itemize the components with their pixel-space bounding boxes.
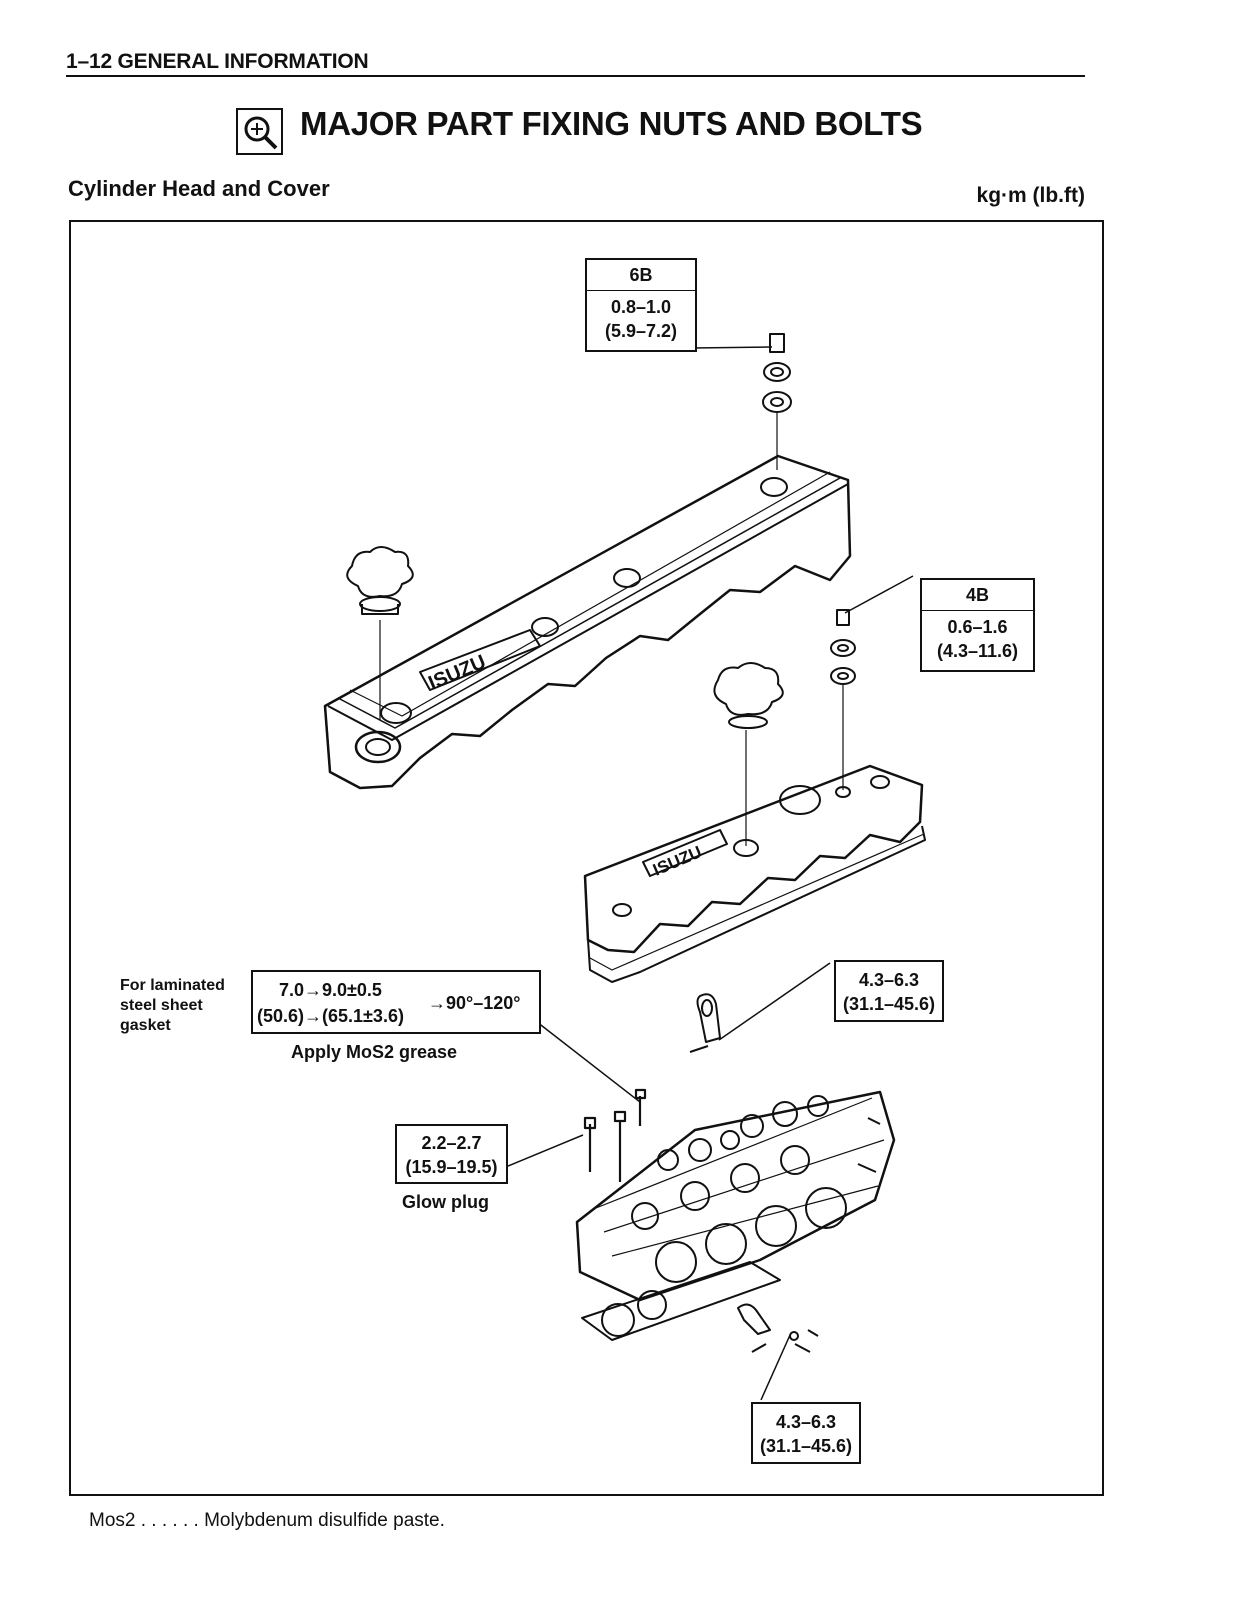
- torque-spec-glow-plug: 2.2–2.7 (15.9–19.5): [395, 1124, 508, 1184]
- head-bolt-torque-imperial: (50.6)→(65.1±3.6): [257, 1006, 404, 1026]
- footnote-mos2: Mos2 . . . . . . Molybdenum disulfide pa…: [89, 1510, 445, 1531]
- torque-value-4b-imperial: (4.3–11.6): [936, 641, 1019, 661]
- rocker-cover-lower: [585, 766, 925, 982]
- lower-bracket: [738, 1304, 818, 1352]
- section-header: 1–12 GENERAL INFORMATION: [66, 50, 369, 73]
- section-subtitle: Cylinder Head and Cover: [68, 176, 330, 201]
- torque-value-6b-imperial: (5.9–7.2): [604, 321, 678, 341]
- engine-hanger-bracket: [690, 994, 720, 1052]
- head-bolts: [585, 1090, 645, 1182]
- laminated-gasket-note: For laminated steel sheet gasket: [120, 977, 225, 1034]
- torque-value-4b: 0.6–1.6: [947, 617, 1008, 637]
- bolt-stack-4b: [831, 610, 855, 790]
- torque-spec-6b: 6B 0.8–1.0 (5.9–7.2): [585, 258, 697, 352]
- leader-lines: [508, 347, 913, 1400]
- cylinder-head-block: [577, 1092, 894, 1300]
- rocker-cover-upper: [325, 456, 850, 788]
- glow-plug-label: Glow plug: [402, 1192, 489, 1212]
- head-bolt-torque-metric: 7.0→9.0±0.5: [279, 980, 382, 1000]
- header-rule: [66, 75, 1085, 77]
- illustration-frame: [69, 220, 1104, 1496]
- torque-spec-head-bolt: 7.0→9.0±0.5 (50.6)→(65.1±3.6) →90°–120°: [251, 970, 541, 1034]
- page-title: MAJOR PART FIXING NUTS AND BOLTS: [300, 105, 923, 142]
- oil-filler-cap-upper: [347, 547, 413, 720]
- torque-spec-bracket-upper: 4.3–6.3 (31.1–45.6): [834, 960, 944, 1022]
- bolt-stack-6b: [763, 334, 791, 470]
- apply-grease-note: Apply MoS2 grease: [291, 1042, 458, 1062]
- oil-filler-cap-lower: [714, 663, 782, 846]
- torque-wrench-icon: [236, 108, 283, 155]
- bolt-code-4b: 4B: [922, 580, 1033, 611]
- torque-spec-4b: 4B 0.6–1.6 (4.3–11.6): [920, 578, 1035, 672]
- head-bolt-angle: →90°–120°: [428, 993, 521, 1013]
- head-gasket: [582, 1262, 780, 1340]
- torque-units: kg·m (lb.ft): [976, 184, 1085, 207]
- bolt-code-6b: 6B: [587, 260, 695, 291]
- torque-value-6b: 0.8–1.0: [610, 297, 672, 317]
- torque-spec-bracket-lower: 4.3–6.3 (31.1–45.6): [751, 1402, 861, 1464]
